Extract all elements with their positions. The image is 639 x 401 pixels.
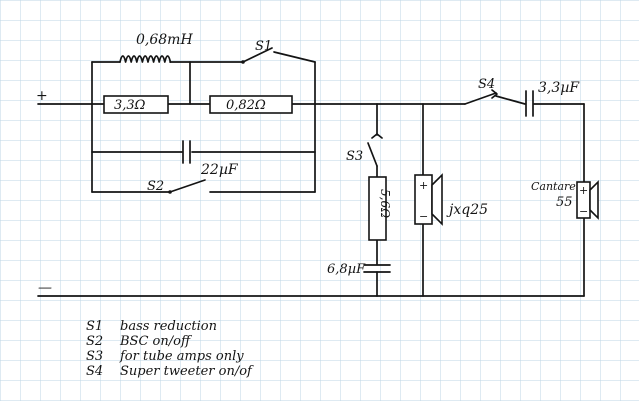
tweeter-speaker: [576, 180, 599, 220]
resistor-5-6-ohm: [368, 176, 387, 241]
wires: [37, 51, 585, 297]
legend-desc-4: Super tweeter on/of: [120, 364, 254, 379]
woofer-plus: +: [419, 179, 428, 192]
switch-s1: [241, 47, 273, 64]
cap-bsc-label: 22µF: [200, 162, 239, 178]
woofer-minus: −: [419, 210, 428, 223]
switch-s2: [168, 179, 206, 194]
legend-desc-2: BSC on/off: [119, 334, 193, 349]
resistor-2-label: 0,82Ω: [226, 98, 266, 113]
tweeter-plus: +: [579, 184, 588, 197]
terminal-plus: +: [36, 88, 48, 104]
woofer-speaker: [414, 173, 443, 226]
capacitor-6-8uf: [363, 264, 391, 273]
cap-tube-label: 6,8µF: [327, 262, 366, 277]
capacitor-3-3uf: [525, 90, 534, 117]
tweeter-label-model: 55: [556, 195, 573, 210]
resistor-3-3-ohm: [103, 95, 169, 114]
legend-key-4: S4: [86, 364, 103, 379]
switch-s3-label: S3: [346, 149, 363, 164]
inductor-label: 0,68mH: [136, 32, 193, 48]
tweeter-label-brand: Cantare: [531, 180, 576, 193]
switch-s4-label: S4: [478, 77, 495, 92]
switch-s3: [367, 133, 383, 167]
switch-s2-label: S2: [147, 179, 164, 194]
switch-s4: [464, 89, 498, 105]
legend-key-1: S1: [86, 319, 103, 334]
terminal-minus: —: [38, 280, 52, 296]
legend-key-2: S2: [86, 334, 103, 349]
cap-tweeter-label: 3,3µF: [538, 80, 580, 96]
switch-s1-label: S1: [255, 39, 272, 54]
inductor: [119, 55, 172, 63]
resistor-tube-label: 5,6Ω: [378, 189, 392, 218]
legend-desc-1: bass reduction: [120, 319, 217, 334]
legend-desc-3: for tube amps only: [119, 349, 244, 364]
legend: S1 bass reduction S2 BSC on/off S3 for t…: [86, 319, 254, 379]
tweeter-minus: −: [579, 205, 588, 218]
legend-key-3: S3: [86, 349, 103, 364]
woofer-label: jxq25: [446, 202, 488, 218]
capacitor-22uf: [182, 140, 191, 164]
resistor-0-82-ohm: [209, 95, 293, 114]
resistor-1-label: 3,3Ω: [114, 98, 146, 113]
